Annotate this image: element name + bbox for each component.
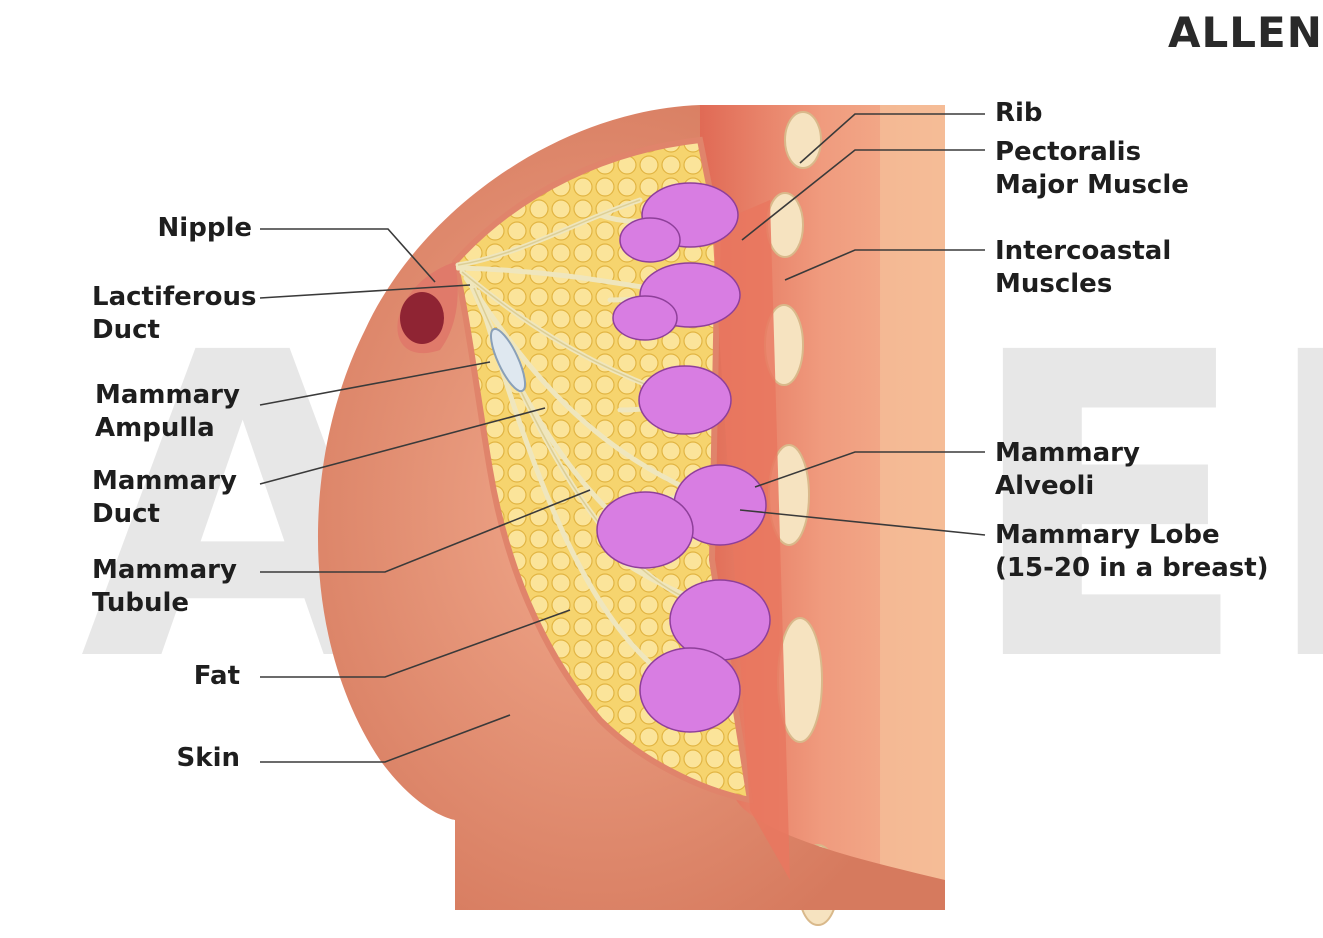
- lobules: [596, 182, 771, 733]
- label-mammary-lobe: Mammary Lobe(15-20 in a breast): [995, 520, 1269, 583]
- leader-skin: [260, 714, 511, 763]
- label-rib: Rib: [995, 98, 1043, 128]
- leader-fat: [260, 609, 571, 678]
- label-skin: Skin: [176, 743, 240, 773]
- leader-mammary-duct: [259, 407, 546, 485]
- leader-lobe: [739, 509, 986, 536]
- leader-lactiferous: [259, 284, 471, 299]
- leader-nipple: [260, 228, 436, 283]
- leader-intercostal: [784, 249, 985, 281]
- leader-lines: [259, 113, 986, 763]
- leader-ampulla: [259, 361, 491, 406]
- label-nipple: Nipple: [157, 213, 252, 243]
- leader-tubule: [260, 489, 591, 573]
- pectoralis-band: [712, 200, 790, 880]
- leader-alveoli: [754, 451, 985, 488]
- brand-logo: ALLEN: [1168, 8, 1323, 57]
- label-fat: Fat: [193, 661, 240, 691]
- leader-pectoralis: [741, 149, 985, 241]
- ampulla: [490, 327, 526, 393]
- nipple-shape: [397, 262, 458, 354]
- leader-rib: [799, 113, 985, 164]
